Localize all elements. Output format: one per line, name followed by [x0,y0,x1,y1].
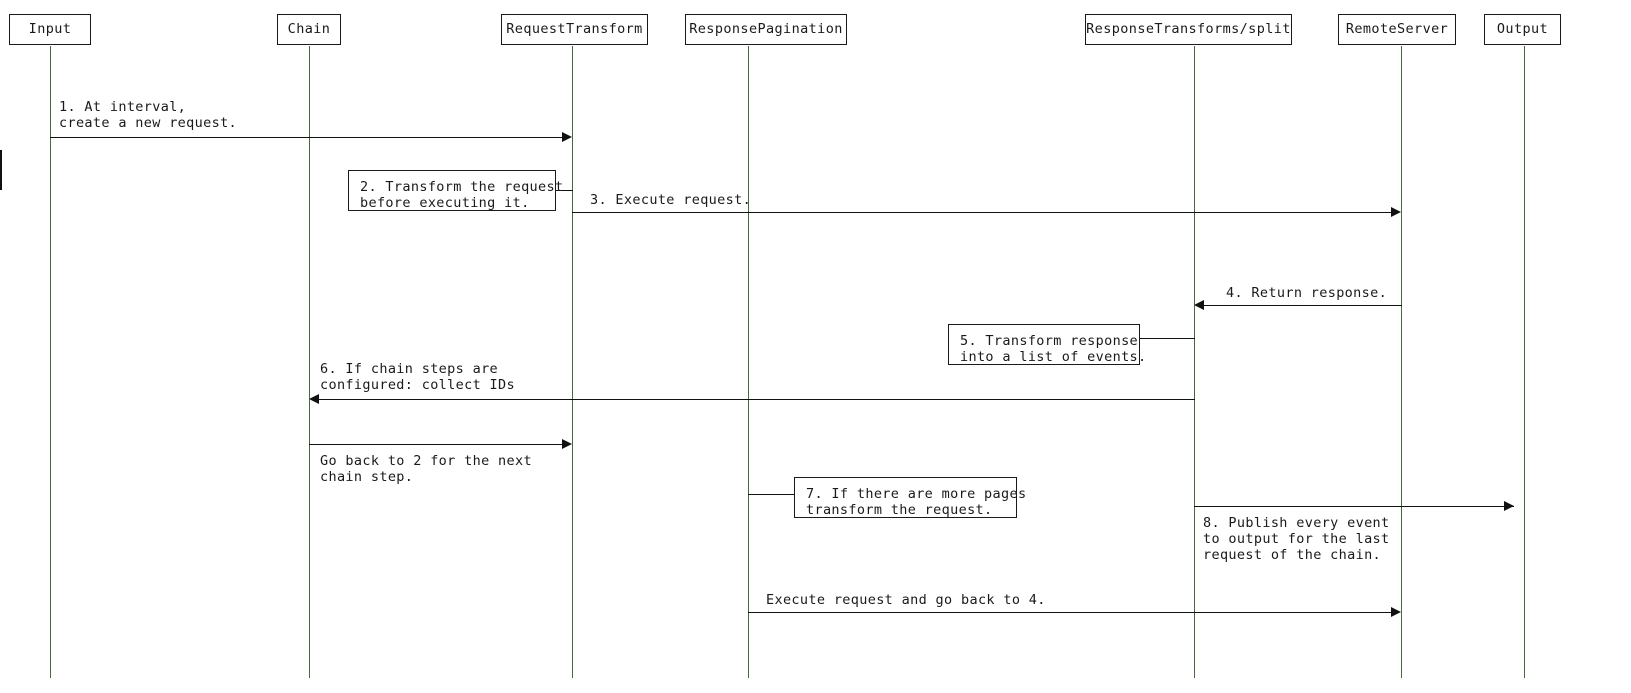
lifeline-output [1524,46,1525,678]
message-label-6: 6. If chain steps are configured: collec… [320,361,515,393]
participant-remote-server[interactable]: RemoteServer [1338,14,1456,45]
message-arrowhead-goback-4 [1391,607,1401,617]
message-line-goback-2 [309,444,562,445]
note-5: 5. Transform response into a list of eve… [948,324,1146,365]
message-label-goback-4: Execute request and go back to 4. [766,592,1046,608]
note-2: 2. Transform the request before executin… [348,170,563,211]
participant-response-transforms[interactable]: ResponseTransforms/split [1085,14,1292,45]
participant-label: ResponseTransforms/split [1086,21,1291,37]
message-line-goback-4 [748,612,1391,613]
participant-label: Input [28,21,72,37]
message-label-3: 3. Execute request. [590,192,752,208]
participant-label: Chain [287,21,331,37]
lifeline-response-pagination [748,46,749,678]
participant-input[interactable]: Input [9,14,91,45]
note-connector-5 [1139,338,1195,339]
message-arrowhead-4 [1194,300,1204,310]
message-line-1 [50,137,562,138]
participant-response-pagination[interactable]: ResponsePagination [685,14,847,45]
participant-label: RequestTransform [506,21,643,37]
participant-label: Output [1496,21,1549,37]
message-arrowhead-goback-2 [562,439,572,449]
message-label-8: 8. Publish every event to output for the… [1203,515,1390,563]
message-line-4 [1204,305,1402,306]
note-connector-2 [555,190,573,191]
participant-label: ResponsePagination [689,21,843,37]
message-label-4: 4. Return response. [1226,285,1388,301]
message-arrowhead-1 [562,132,572,142]
participant-label: RemoteServer [1345,21,1449,37]
message-label-1: 1. At interval, create a new request. [59,99,238,131]
lifeline-chain [309,46,310,678]
message-line-3 [572,212,1391,213]
participant-chain[interactable]: Chain [277,14,341,45]
participant-output[interactable]: Output [1484,14,1561,45]
message-line-8 [1194,506,1514,507]
lifeline-input [50,46,51,678]
left-edge-artifact [0,150,2,188]
participant-request-transform[interactable]: RequestTransform [501,14,648,45]
left-edge-artifact-lower [0,188,2,190]
note-connector-7 [748,494,796,495]
message-line-6 [319,399,1195,400]
note-7: 7. If there are more pages transform the… [794,477,1026,518]
lifeline-response-transforms [1194,46,1195,678]
lifeline-remote-server [1401,46,1402,678]
message-arrowhead-3 [1391,207,1401,217]
message-arrowhead-6 [309,394,319,404]
message-label-goback-2: Go back to 2 for the next chain step. [320,453,532,485]
message-arrowhead-8 [1504,501,1514,511]
lifeline-request-transform [572,46,573,678]
